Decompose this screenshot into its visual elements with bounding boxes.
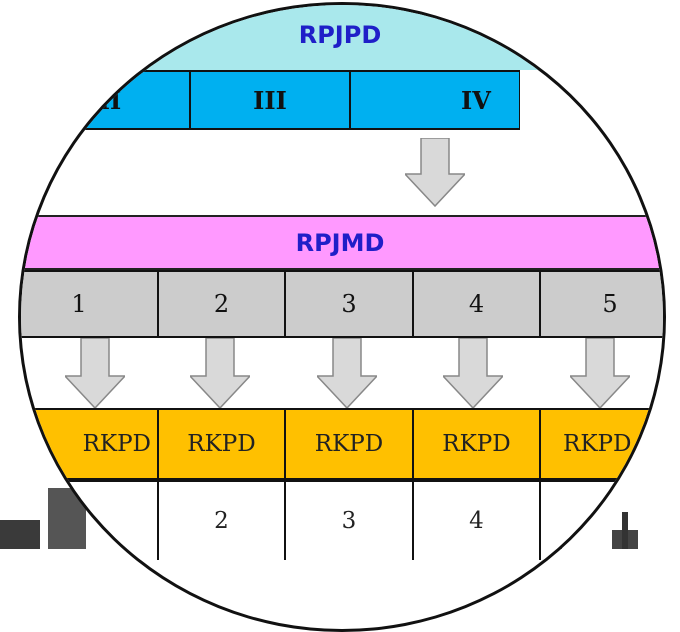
period-label: III [253,85,287,115]
rkpd-cell: RKPD [413,408,540,480]
rkpd-label: RKPD [82,431,151,457]
rkpd-cell: RKPD [540,408,663,480]
down-arrow-icon [65,338,125,410]
bottom-year-cell: 5 [540,480,663,560]
rkpd-cell: RKPD [158,408,285,480]
bottom-year-label: 1 [71,508,87,534]
year-cell: 3 [285,270,413,338]
down-arrow-icon [443,338,503,410]
period-cell: I [21,70,30,130]
bottom-year-cell: 4 [413,480,540,560]
year-cell: 5 [540,270,663,338]
year-label: 3 [341,290,357,318]
down-arrow-icon [317,338,377,410]
rkpd-cell: RKPD [285,408,413,480]
rpjpd-band: RPJPD [21,5,663,70]
rpjmd-title: RPJMD [295,228,385,257]
magnifier-lens: RPJPD I II III IV RPJMD 1 2 3 4 5 RKPD R [18,2,666,632]
bottom-year-row: 1 2 3 4 5 [21,480,663,560]
year-cell: 2 [158,270,285,338]
year-label: 4 [468,290,485,318]
year-label: 1 [71,290,87,318]
bottom-year-label: 4 [469,508,484,534]
year-cell: 1 [21,270,158,338]
bottom-year-label: 3 [341,508,357,534]
rpjmd-band: RPJMD [21,215,663,270]
year-label: 5 [602,290,618,318]
bottom-year-label: 5 [602,508,618,534]
down-arrow-icon [190,338,250,410]
year-row: 1 2 3 4 5 [21,270,663,338]
period-cell: III [190,70,350,130]
rkpd-label: RKPD [442,431,511,457]
rkpd-cell: RKPD [21,408,158,480]
bottom-year-cell: 1 [21,480,158,560]
rkpd-label: RKPD [563,431,632,457]
period-cell: IV [350,70,520,130]
period-row: I II III IV [21,70,663,130]
period-label: II [98,85,122,115]
rkpd-label: RKPD [314,431,384,457]
year-cell: 4 [413,270,540,338]
rpjpd-title: RPJPD [298,21,382,49]
rkpd-label: RKPD [187,431,256,457]
bottom-year-cell: 3 [285,480,413,560]
period-cell: II [30,70,190,130]
year-label: 2 [213,290,230,318]
down-arrow-icon [570,338,630,410]
bottom-year-cell: 2 [158,480,285,560]
bottom-year-label: 2 [214,508,229,534]
period-label: IV [461,85,491,115]
rkpd-row: RKPD RKPD RKPD RKPD RKPD [21,408,663,480]
down-arrow-icon [405,138,465,208]
